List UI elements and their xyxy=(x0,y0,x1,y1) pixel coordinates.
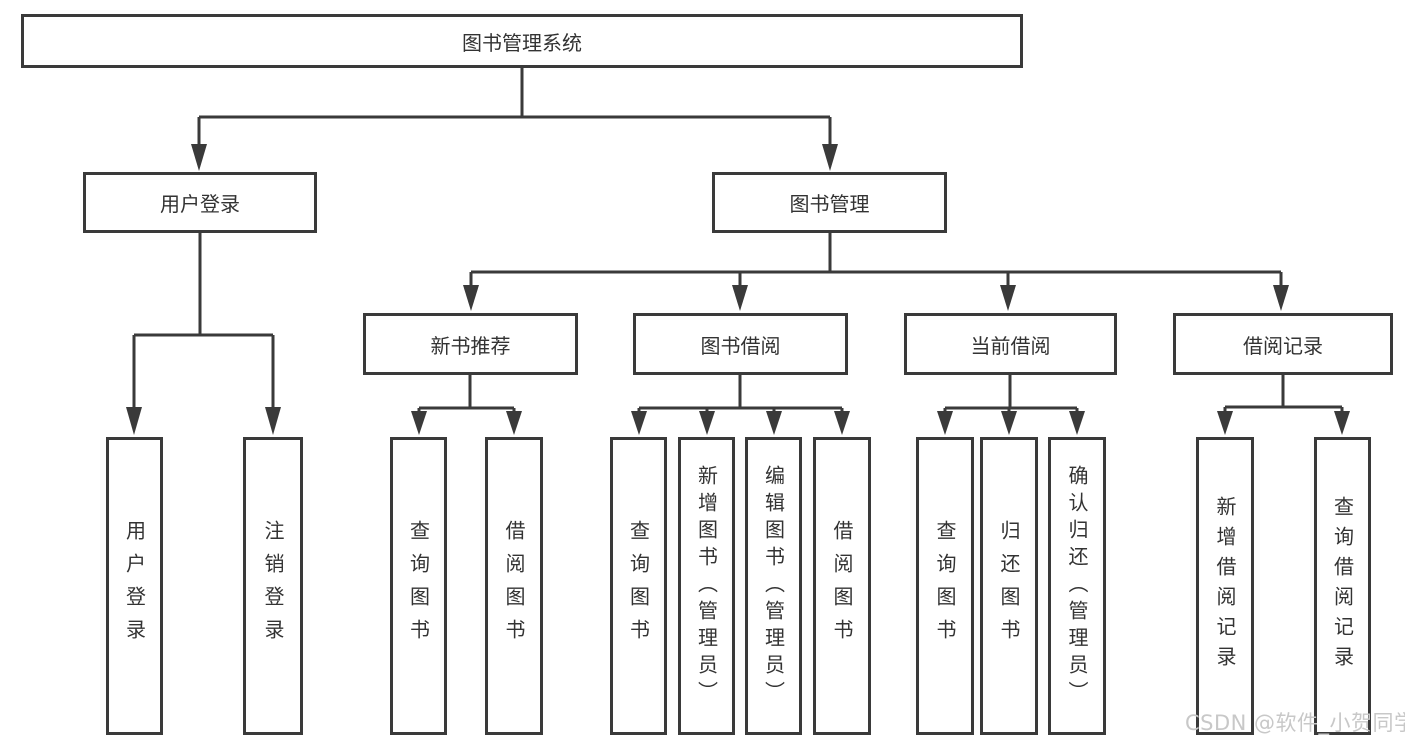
node-book-mgmt: 图书管理 xyxy=(712,172,947,233)
connector-book-borrow-children xyxy=(631,373,850,435)
node-current-borrow: 当前借阅 xyxy=(904,313,1117,375)
node-user-login: 用户登录 xyxy=(83,172,317,233)
arrow-down-icon xyxy=(1069,411,1085,435)
node-new-books: 新书推荐 xyxy=(363,313,578,375)
arrow-down-icon xyxy=(937,411,953,435)
node-system-root: 图书管理系统 xyxy=(21,14,1023,68)
leaf-bb-query-books: 查询图书 xyxy=(610,437,667,735)
arrow-down-icon xyxy=(1001,411,1017,435)
node-book-borrow: 图书借阅 xyxy=(633,313,848,375)
connector-root-to-level1 xyxy=(191,66,838,171)
connector-book-mgmt-modules xyxy=(463,231,1289,311)
leaf-bb-add-books-admin: 新增图书（管理员） xyxy=(678,437,735,735)
arrow-down-icon xyxy=(411,411,427,435)
arrow-down-icon xyxy=(766,411,782,435)
connector-user-login-children xyxy=(126,231,281,435)
arrow-down-icon xyxy=(191,144,207,171)
arrow-down-icon xyxy=(822,144,838,171)
arrow-down-icon xyxy=(631,411,647,435)
arrow-down-icon xyxy=(1000,285,1016,311)
leaf-cb-confirm-return-admin: 确认归还（管理员） xyxy=(1048,437,1106,735)
arrow-down-icon xyxy=(1334,411,1350,435)
leaf-user-login: 用户登录 xyxy=(106,437,163,735)
arrow-down-icon xyxy=(699,411,715,435)
leaf-br-query-record: 查询借阅记录 xyxy=(1314,437,1371,735)
leaf-nb-query-books: 查询图书 xyxy=(390,437,447,735)
arrow-down-icon xyxy=(126,407,142,435)
leaf-bb-edit-books-admin: 编辑图书（管理员） xyxy=(745,437,802,735)
leaf-logout: 注销登录 xyxy=(243,437,303,735)
arrow-down-icon xyxy=(834,411,850,435)
arrow-down-icon xyxy=(506,411,522,435)
connector-new-books-children xyxy=(411,373,522,435)
leaf-bb-borrow-books: 借阅图书 xyxy=(813,437,871,735)
leaf-br-add-record: 新增借阅记录 xyxy=(1196,437,1254,735)
arrow-down-icon xyxy=(463,285,479,311)
arrow-down-icon xyxy=(265,407,281,435)
connector-borrow-records-children xyxy=(1217,373,1350,435)
leaf-cb-query-books: 查询图书 xyxy=(916,437,974,735)
arrow-down-icon xyxy=(1273,285,1289,311)
leaf-cb-return-books: 归还图书 xyxy=(980,437,1038,735)
arrow-down-icon xyxy=(1217,411,1233,435)
watermark-text: CSDN @软件_小贺同学 xyxy=(1185,711,1405,735)
leaf-nb-borrow-books: 借阅图书 xyxy=(485,437,543,735)
connector-current-borrow-children xyxy=(937,373,1085,435)
node-borrow-records: 借阅记录 xyxy=(1173,313,1393,375)
arrow-down-icon xyxy=(732,285,748,311)
